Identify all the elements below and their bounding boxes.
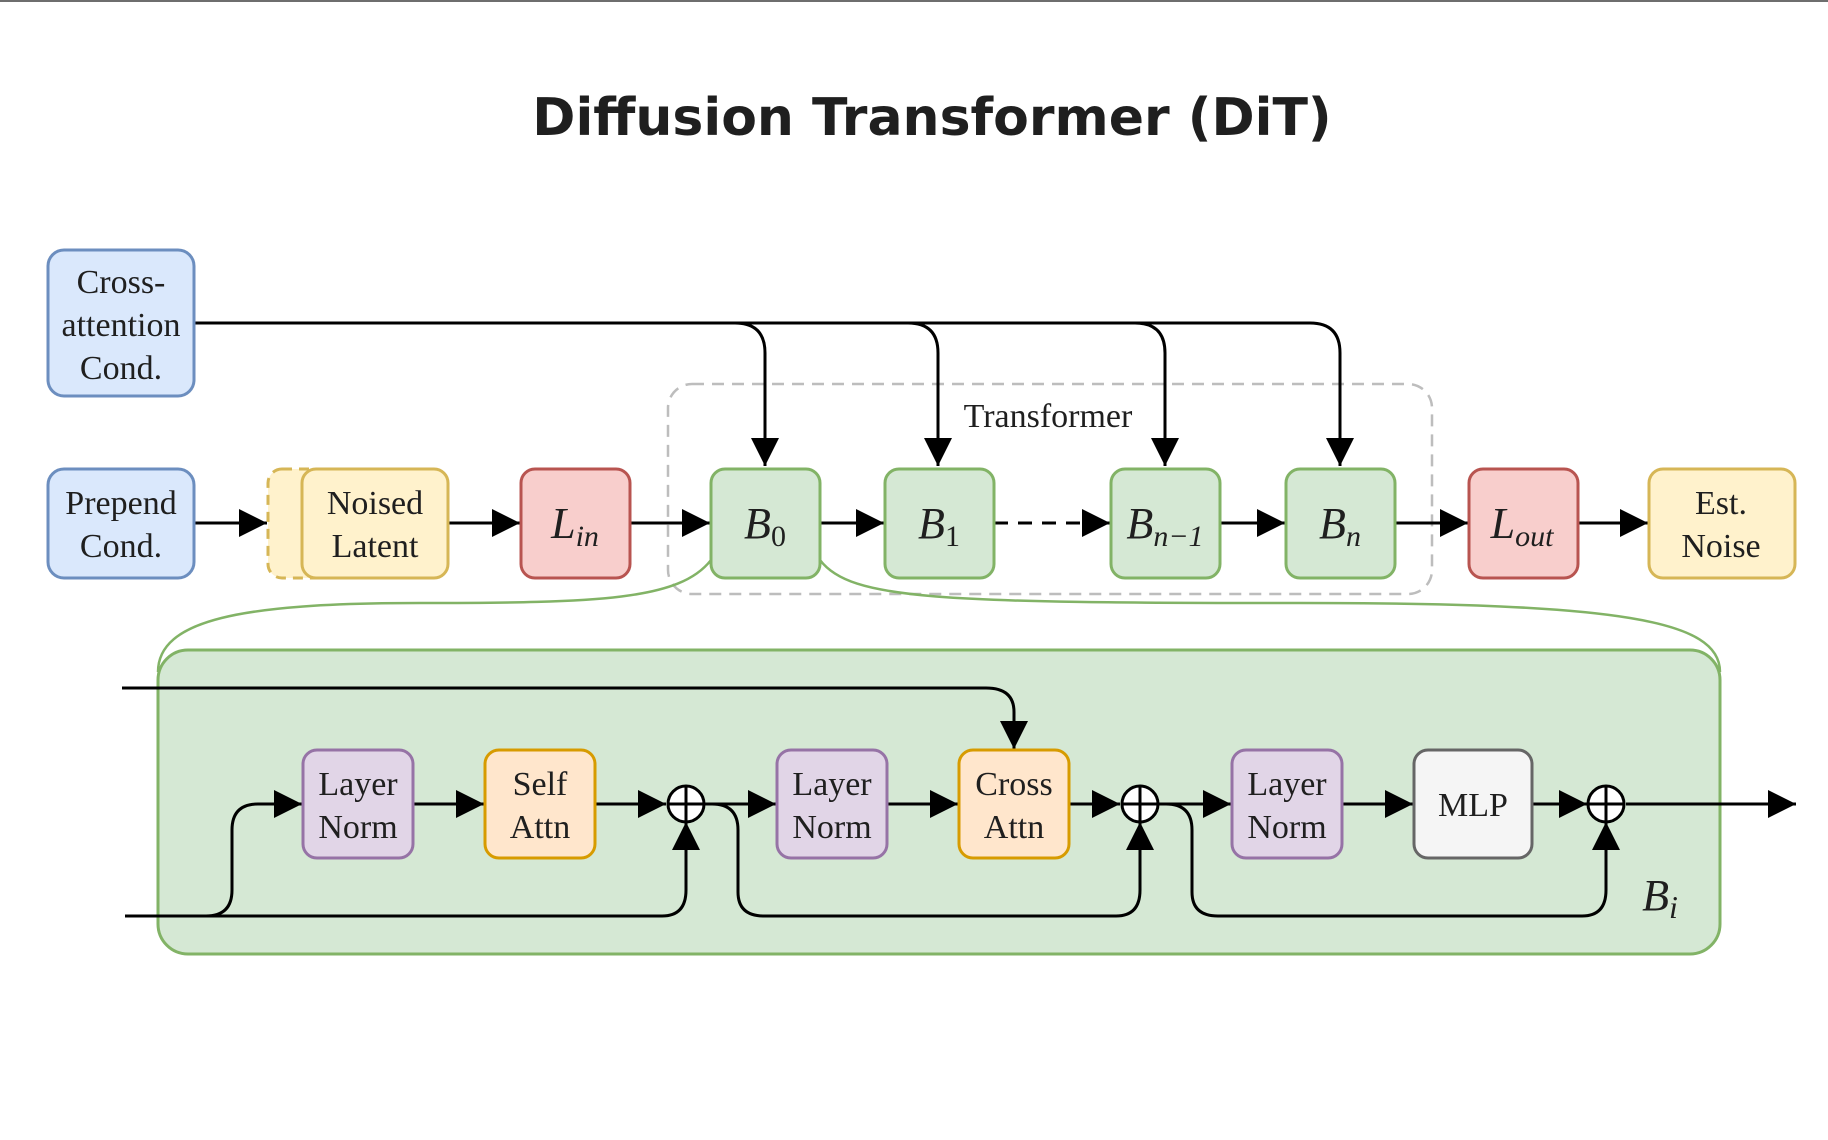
- transformer-block-bn: Bn: [1284, 467, 1397, 580]
- svg-text:Norm: Norm: [318, 809, 397, 846]
- linear-out-node: Lout: [1467, 467, 1580, 580]
- svg-text:Layer: Layer: [792, 766, 872, 803]
- svg-text:Cond.: Cond.: [80, 528, 162, 565]
- svg-text:Prepend: Prepend: [65, 485, 176, 522]
- svg-text:Noise: Noise: [1681, 528, 1760, 565]
- self-attention: Self Attn: [483, 748, 597, 860]
- svg-text:Bn: Bn: [1319, 499, 1361, 553]
- svg-text:Noised: Noised: [327, 485, 423, 522]
- svg-text:Norm: Norm: [1247, 809, 1326, 846]
- svg-text:Cond.: Cond.: [80, 350, 162, 387]
- svg-text:Attn: Attn: [984, 809, 1044, 846]
- svg-text:Lout: Lout: [1490, 499, 1554, 553]
- block-detail-lines: [122, 686, 1796, 918]
- noised-latent-node: Noised Latent: [266, 467, 450, 580]
- svg-text:Cross: Cross: [975, 766, 1052, 803]
- estimated-noise-node: Est. Noise: [1647, 467, 1797, 580]
- residual-add-1: [666, 784, 706, 824]
- transformer-block-b1: B1: [883, 467, 996, 580]
- expand-curve-right: [819, 559, 1722, 673]
- mlp: MLP: [1412, 748, 1534, 860]
- cross-attention-cond-node: Cross- attention Cond.: [46, 248, 196, 398]
- svg-text:Attn: Attn: [510, 809, 570, 846]
- svg-text:B1: B1: [918, 499, 960, 553]
- svg-text:Bn−1: Bn−1: [1126, 499, 1203, 553]
- cross-attention-lines: [195, 321, 1354, 466]
- svg-text:Layer: Layer: [318, 766, 398, 803]
- svg-text:Lin: Lin: [550, 499, 599, 553]
- svg-text:Latent: Latent: [332, 528, 419, 565]
- svg-text:Self: Self: [513, 766, 568, 803]
- cross-attention: Cross Attn: [957, 748, 1071, 860]
- svg-text:Cross-: Cross-: [77, 264, 166, 301]
- svg-text:Layer: Layer: [1247, 766, 1327, 803]
- svg-text:B0: B0: [744, 499, 786, 553]
- layer-norm-1: Layer Norm: [301, 748, 415, 860]
- top-border-line: [0, 0, 1828, 2]
- transformer-block-b0: B0: [709, 467, 822, 580]
- residual-add-3: [1586, 784, 1626, 824]
- diagram-title: Diffusion Transformer (DiT): [532, 88, 1331, 148]
- transformer-block-bn-1: Bn−1: [1109, 467, 1222, 580]
- layer-norm-3: Layer Norm: [1230, 748, 1344, 860]
- block-detail-label: Bi: [1642, 871, 1678, 925]
- expand-curve-left: [156, 559, 712, 673]
- transformer-group-label: Transformer: [964, 398, 1133, 435]
- linear-in-node: Lin: [519, 467, 632, 580]
- prepend-cond-node: Prepend Cond.: [46, 467, 196, 580]
- svg-text:MLP: MLP: [1438, 787, 1508, 824]
- layer-norm-2: Layer Norm: [775, 748, 889, 860]
- svg-text:Norm: Norm: [792, 809, 871, 846]
- svg-text:Est.: Est.: [1695, 485, 1747, 522]
- residual-add-2: [1120, 784, 1160, 824]
- svg-text:attention: attention: [62, 307, 181, 344]
- transformer-group: [666, 382, 1434, 596]
